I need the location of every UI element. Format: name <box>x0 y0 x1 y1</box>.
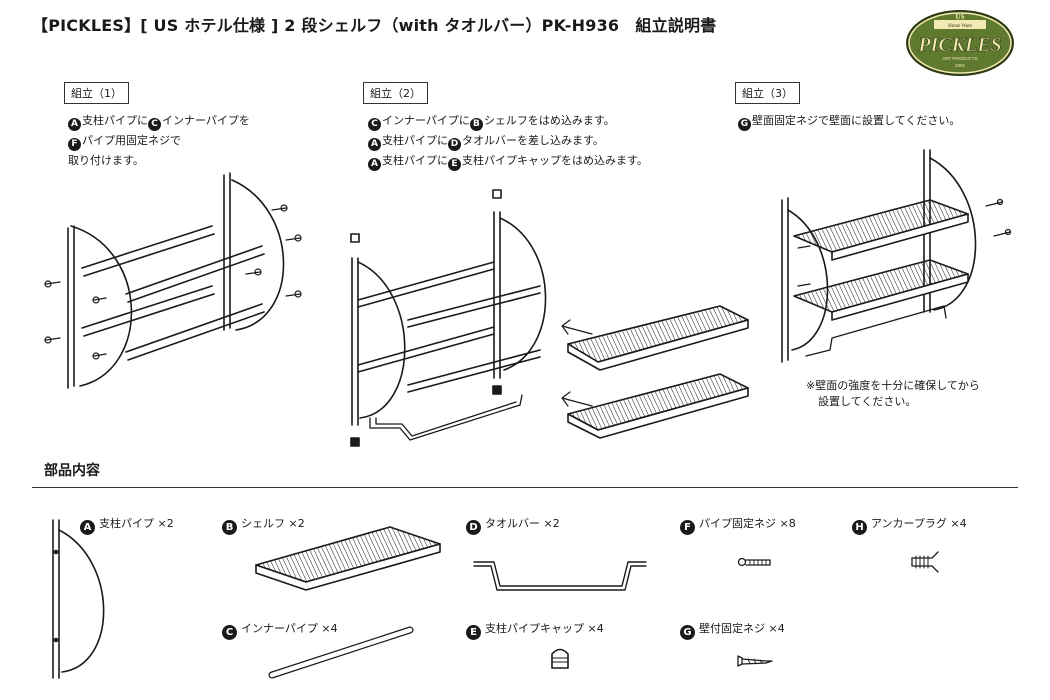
part-label-d: D タオルバー ×2 <box>466 515 560 535</box>
badge-e: E <box>448 158 461 171</box>
instruction-text: シェルフをはめ込みます。 <box>483 114 615 127</box>
step-3-label: 組立（3） <box>735 82 800 104</box>
instruction-text: 支柱パイプに <box>382 134 448 147</box>
part-name-f: パイプ固定ネジ ×8 <box>699 517 796 530</box>
step-2-label: 組立（2） <box>363 82 428 104</box>
badge-a: A <box>68 118 81 131</box>
divider <box>32 487 1018 488</box>
part-name-g: 壁付固定ネジ ×4 <box>699 622 785 635</box>
inner-pipe-icon <box>268 626 414 679</box>
badge-d: D <box>448 138 461 151</box>
logo-small-text: Home Ware <box>948 24 973 29</box>
part-name-h: アンカープラグ ×4 <box>871 517 967 530</box>
wall-strength-note: ※壁面の強度を十分に確保してから 設置してください。 <box>806 378 980 410</box>
instruction-text: タオルバーを差し込みます。 <box>462 134 604 147</box>
badge-c: C <box>368 118 381 131</box>
step-1-illustration <box>44 172 302 389</box>
note-line-1: ※壁面の強度を十分に確保してから <box>806 379 980 392</box>
part-label-c: C インナーパイプ ×4 <box>222 620 338 640</box>
instruction-text: インナーパイプを <box>162 114 250 127</box>
part-label-h: H アンカープラグ ×4 <box>852 515 967 535</box>
badge-e: E <box>466 625 481 640</box>
step-3-illustration <box>781 149 1012 363</box>
badge-a: A <box>80 520 95 535</box>
step-2-illustration <box>350 189 749 447</box>
pipe-screw-icon <box>737 557 771 567</box>
logo-brand: PICKLES <box>917 34 1001 56</box>
instruction-line: 取り付けます。 <box>68 151 250 170</box>
part-name-b: シェルフ ×2 <box>241 517 305 530</box>
badge-d: D <box>466 520 481 535</box>
badge-c: C <box>222 625 237 640</box>
instruction-text: 支柱パイプキャップをはめ込みます。 <box>462 154 648 167</box>
part-name-d: タオルバー ×2 <box>485 517 560 530</box>
badge-g: G <box>738 118 751 131</box>
shelf-icon <box>255 526 441 591</box>
badge-f: F <box>680 520 695 535</box>
badge-b: B <box>469 118 483 131</box>
towel-bar-icon <box>473 561 647 591</box>
badge-a: A <box>368 138 381 151</box>
page-title: 【PICKLES】[ US ホテル仕様 ] 2 段シェルフ（with タオルバー… <box>32 16 717 35</box>
parts-heading: 部品内容 <box>44 463 100 479</box>
instruction-text: 支柱パイプに <box>382 154 448 167</box>
step-1-label: 組立（1） <box>64 82 129 104</box>
part-label-a: A 支柱パイプ ×2 <box>80 515 174 535</box>
pole-icon <box>52 519 105 679</box>
badge-f: F <box>68 138 81 151</box>
instruction-text: 取り付けます。 <box>68 154 144 167</box>
part-name-a: 支柱パイプ ×2 <box>99 517 174 530</box>
pickles-logo: US Home Ware PICKLES ART PRODUCTS 2001 <box>906 10 1014 76</box>
badge-g: G <box>680 625 695 640</box>
part-label-g: G 壁付固定ネジ ×4 <box>680 620 785 640</box>
part-label-f: F パイプ固定ネジ ×8 <box>680 515 796 535</box>
logo-bottom-text: ART PRODUCTS <box>942 56 977 61</box>
part-label-b: B シェルフ ×2 <box>222 515 305 535</box>
instruction-text: 支柱パイプに <box>82 114 148 127</box>
part-label-e: E 支柱パイプキャップ ×4 <box>466 620 604 640</box>
badge-a: A <box>368 158 381 171</box>
part-name-e: 支柱パイプキャップ ×4 <box>485 622 604 635</box>
note-line-2: 設置してください。 <box>818 395 917 408</box>
instruction-text: パイプ用固定ネジで <box>82 134 181 147</box>
logo-top-text: US <box>956 13 965 21</box>
logo-year: 2001 <box>955 63 966 68</box>
pipe-cap-icon <box>551 648 569 669</box>
badge-b: B <box>222 520 237 535</box>
wall-screw-icon <box>737 655 773 667</box>
badge-h: H <box>852 520 867 535</box>
anchor-plug-icon <box>911 551 939 573</box>
badge-c: C <box>148 118 161 131</box>
part-name-c: インナーパイプ ×4 <box>241 622 338 635</box>
instruction-text: インナーパイプに <box>382 114 470 127</box>
instruction-text: 壁面固定ネジで壁面に設置してください。 <box>752 114 961 127</box>
